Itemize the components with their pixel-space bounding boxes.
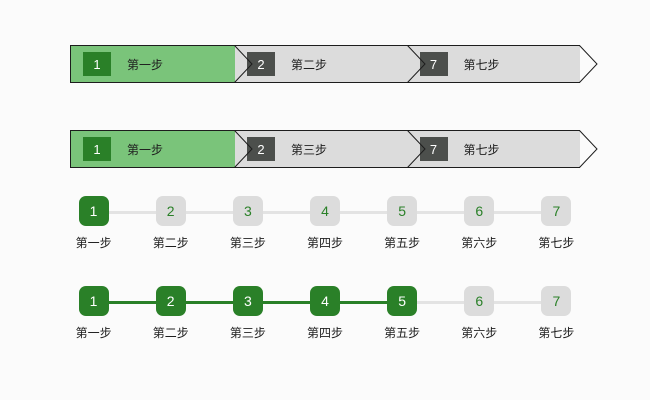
arrow-step-2[interactable]: 2 第二步 — [235, 45, 426, 83]
dot-step-label: 第七步 — [538, 325, 575, 340]
dot-step-connector — [325, 300, 403, 304]
dot-step-connector — [247, 300, 325, 304]
dot-step-number-badge: 7 — [541, 195, 572, 226]
arrow-step-number-badge: 1 — [83, 137, 111, 161]
arrow-step-2[interactable]: 2 第三步 — [235, 130, 426, 168]
dot-step-number-badge: 2 — [155, 195, 186, 226]
arrow-step-label: 第三步 — [291, 142, 328, 157]
dot-step-number-badge: 4 — [309, 285, 340, 316]
dot-step-number-badge: 4 — [309, 195, 340, 226]
arrow-step-label: 第二步 — [291, 57, 328, 72]
dot-step-7[interactable]: 7 第七步 — [479, 285, 595, 341]
dot-step-label: 第七步 — [538, 235, 575, 250]
arrow-step-number-badge: 1 — [83, 52, 111, 76]
dot-step-number-badge: 3 — [232, 195, 263, 226]
dot-step-connector — [402, 300, 480, 304]
dot-step-number-badge: 6 — [464, 285, 495, 316]
dot-stepper-first-step: 1 第一步 2 第二步 3 第三步 4 第四步 5 第五步 6 第六步 7 第七步 — [55, 195, 595, 266]
dot-step-3[interactable]: 3 第三步 — [170, 195, 286, 251]
dot-step-label: 第二步 — [152, 235, 189, 250]
dot-step-number-badge: 5 — [387, 285, 418, 316]
dot-step-label: 第五步 — [384, 325, 421, 340]
dot-step-number-badge: 1 — [78, 285, 109, 316]
dot-step-label: 第六步 — [461, 325, 498, 340]
dot-step-number-badge: 1 — [78, 195, 109, 226]
arrow-stepper-primary: 1 第一步 2 第二步 7 第七步 — [70, 45, 598, 83]
dot-step-label: 第一步 — [75, 325, 112, 340]
dot-stepper-track: 1 第一步 2 第二步 3 第三步 4 第四步 5 第五步 6 第六步 7 第七步 — [55, 285, 595, 340]
dot-step-5[interactable]: 5 第五步 — [325, 285, 441, 341]
dot-step-6[interactable]: 6 第六步 — [402, 285, 518, 341]
dot-step-7[interactable]: 7 第七步 — [479, 195, 595, 251]
arrow-step-label: 第一步 — [127, 142, 164, 157]
dot-stepper-fifth-step: 1 第一步 2 第二步 3 第三步 4 第四步 5 第五步 6 第六步 7 第七步 — [55, 285, 595, 356]
dot-step-number-badge: 6 — [464, 195, 495, 226]
dot-step-6[interactable]: 6 第六步 — [402, 195, 518, 251]
dot-step-5[interactable]: 5 第五步 — [325, 195, 441, 251]
dot-stepper-track: 1 第一步 2 第二步 3 第三步 4 第四步 5 第五步 6 第六步 7 第七步 — [55, 195, 595, 250]
arrow-step-7[interactable]: 7 第七步 — [407, 45, 598, 83]
arrow-step-number-badge: 7 — [419, 52, 448, 76]
dot-step-3[interactable]: 3 第三步 — [170, 285, 286, 341]
dot-step-2[interactable]: 2 第二步 — [93, 285, 209, 341]
dot-step-label: 第四步 — [306, 325, 343, 340]
dot-step-1[interactable]: 1 第一步 — [55, 195, 132, 251]
dot-step-label: 第三步 — [229, 325, 266, 340]
arrow-step-number-badge: 7 — [419, 137, 448, 161]
dot-step-connector — [325, 210, 403, 214]
dot-step-number-badge: 5 — [387, 195, 418, 226]
arrow-step-1[interactable]: 1 第一步 — [70, 45, 253, 83]
arrow-step-label: 第七步 — [463, 57, 500, 72]
dot-step-connector — [479, 300, 557, 304]
dot-step-2[interactable]: 2 第二步 — [93, 195, 209, 251]
arrow-step-1[interactable]: 1 第一步 — [70, 130, 253, 168]
dot-step-number-badge: 3 — [232, 285, 263, 316]
dot-step-connector — [479, 210, 557, 214]
dot-step-label: 第六步 — [461, 235, 498, 250]
arrow-step-number-badge: 2 — [247, 52, 275, 76]
dot-step-4[interactable]: 4 第四步 — [247, 195, 363, 251]
arrow-step-label: 第一步 — [127, 57, 164, 72]
dot-step-4[interactable]: 4 第四步 — [247, 285, 363, 341]
dot-step-connector — [170, 300, 248, 304]
dot-step-1[interactable]: 1 第一步 — [55, 285, 132, 341]
arrow-stepper-secondary: 1 第一步 2 第三步 7 第七步 — [70, 130, 598, 168]
dot-step-number-badge: 7 — [541, 285, 572, 316]
chevron-right-icon — [579, 130, 598, 168]
dot-step-connector — [402, 210, 480, 214]
dot-step-connector — [93, 210, 171, 214]
arrow-step-label: 第七步 — [463, 142, 500, 157]
dot-step-label: 第五步 — [384, 235, 421, 250]
dot-step-label: 第三步 — [229, 235, 266, 250]
chevron-right-icon — [579, 45, 598, 83]
arrow-step-7[interactable]: 7 第七步 — [407, 130, 598, 168]
dot-step-label: 第四步 — [306, 235, 343, 250]
dot-step-connector — [93, 300, 171, 304]
dot-step-connector — [170, 210, 248, 214]
dot-step-connector — [247, 210, 325, 214]
arrow-step-number-badge: 2 — [247, 137, 275, 161]
dot-step-number-badge: 2 — [155, 285, 186, 316]
dot-step-label: 第二步 — [152, 325, 189, 340]
dot-step-label: 第一步 — [75, 235, 112, 250]
